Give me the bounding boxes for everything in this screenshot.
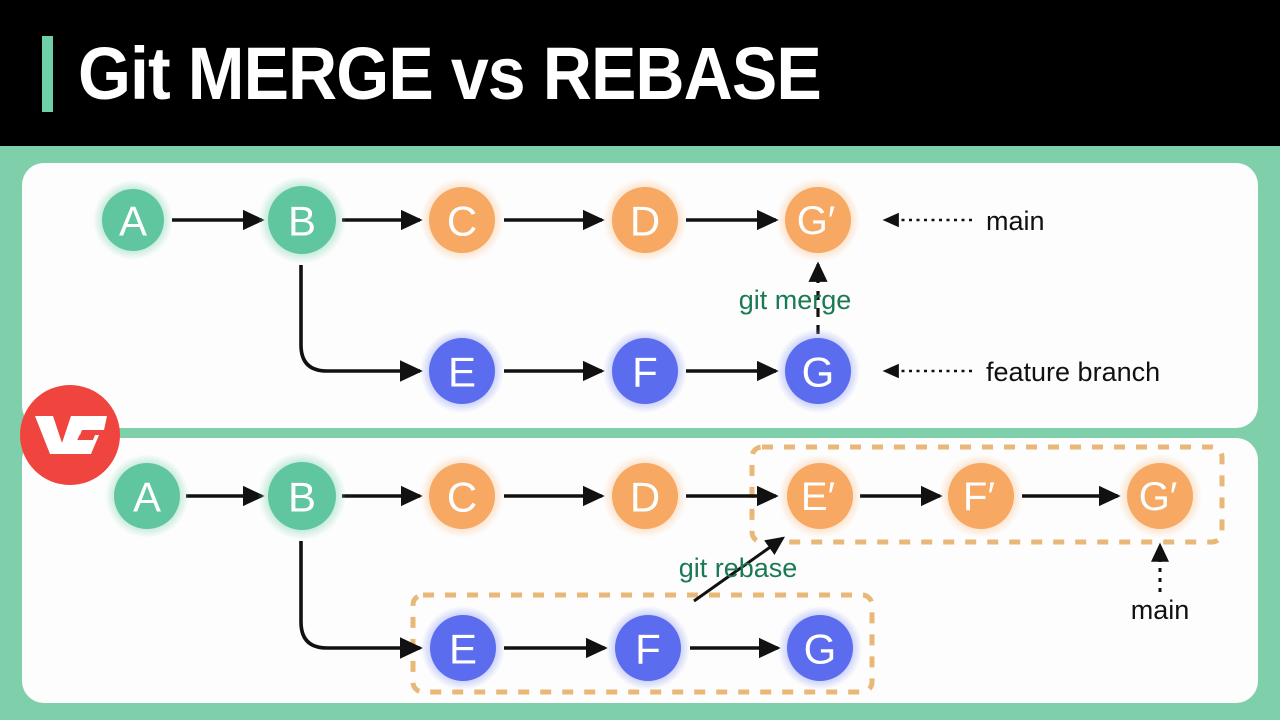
merge-panel bbox=[22, 163, 1258, 428]
vs-logo-icon bbox=[35, 416, 107, 454]
title-accent-bar bbox=[42, 36, 53, 112]
title-bar: Git MERGE vs REBASE bbox=[0, 0, 1280, 146]
versus-badge bbox=[20, 385, 120, 485]
page-title: Git MERGE vs REBASE bbox=[78, 32, 822, 115]
rebase-panel bbox=[22, 438, 1258, 703]
